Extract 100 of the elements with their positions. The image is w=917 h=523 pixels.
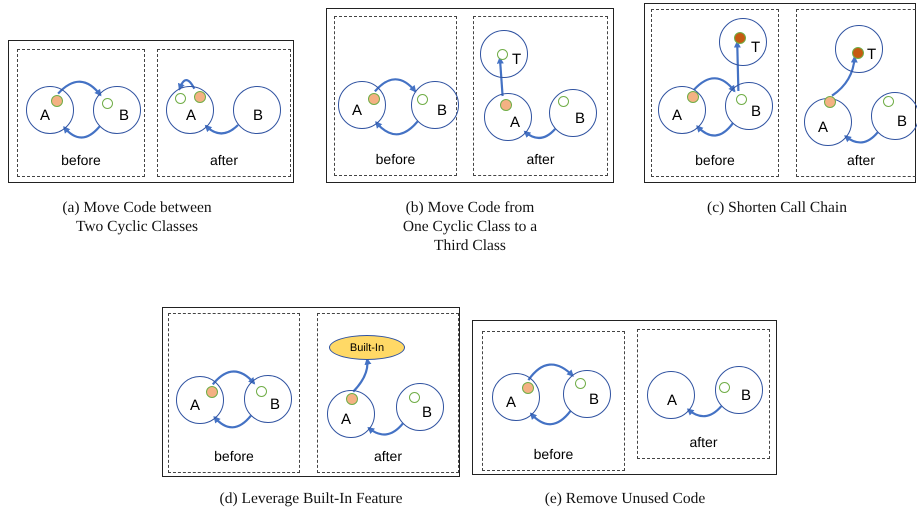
figure-caption: (e) Remove Unused Code [544,489,706,508]
arrow [734,40,741,92]
class-circle [484,93,532,141]
panel-label: after [374,448,402,464]
class-circle [93,86,141,134]
class-label: B [119,107,130,124]
arrow [375,120,418,136]
dashed-panel [157,49,291,177]
dashed-panel [17,49,145,177]
class-circle [492,373,540,421]
class-circle [480,30,528,78]
code-dot [824,96,836,108]
code-dot [497,49,508,60]
class-label: A [672,107,682,124]
class-circle [233,86,281,134]
code-dot [500,99,512,111]
code-dot [883,96,894,107]
dashed-panel [317,313,459,473]
code-dot [368,93,380,105]
code-dot [51,95,63,107]
arrow [528,364,574,381]
code-dot [417,94,428,105]
code-dot [102,98,113,109]
arrow [352,358,372,392]
figure-caption: (c) Shorten Call Chain [706,198,848,217]
class-circle [26,86,74,134]
class-circle [871,92,917,140]
arrow [367,422,404,436]
panel-label: before [214,448,254,464]
panel-label: before [534,446,574,462]
class-label: B [575,110,586,127]
class-label: A [186,107,196,124]
code-dot [719,382,730,393]
class-circle [715,366,763,414]
arrow [496,56,504,96]
panel-frame [472,320,777,475]
arrow [831,56,858,97]
panel-label: after [846,152,875,168]
class-circle [244,375,292,423]
arrow [63,126,100,139]
dashed-panel [168,313,300,473]
class-label: B [589,391,600,408]
class-label: A [190,397,200,414]
class-circle [327,390,375,438]
class-label: T [867,46,876,63]
class-label: B [741,387,752,404]
arrow [57,80,102,96]
arrow [686,405,722,418]
class-circle [396,383,444,431]
panel-label: after [210,152,238,168]
arrow [696,122,734,137]
class-label: A [510,114,520,131]
class-label: B [253,107,264,124]
class-label: A [506,394,516,411]
arrow [530,410,572,426]
code-dot [734,32,746,44]
arrow [178,79,196,91]
class-circle [549,89,597,137]
dashed-panel [334,16,457,176]
class-circle [804,98,852,146]
panel-frame [162,307,460,477]
panel-label: after [526,151,554,167]
class-label: B [751,103,762,120]
class-label: A [341,411,352,428]
panel-frame [8,40,294,183]
arrow [844,132,878,144]
class-label: T [751,39,760,56]
class-circle [563,370,611,418]
code-dot [852,47,864,59]
code-dot [736,94,747,105]
class-label: B [422,404,432,421]
code-dot [346,393,358,405]
figure-caption: (d) Leverage Built-In Feature [218,489,404,508]
feature-ellipse: Built-In [329,335,405,360]
class-circle [835,25,883,73]
panel-label: before [376,151,416,167]
arrow [693,77,736,92]
class-label: T [512,51,522,68]
panel-label: after [689,434,718,450]
code-dot [194,91,206,103]
arrow [213,414,252,428]
class-circle [725,82,773,130]
code-dot [558,96,569,107]
class-circle [166,86,214,134]
panel-label: before [61,152,101,168]
code-dot [206,386,218,398]
class-label: A [352,102,362,119]
code-dot [687,91,699,103]
code-dot [256,386,267,397]
class-label: A [667,392,678,409]
dashed-panel [473,16,608,176]
panel-label: before [695,152,735,168]
class-circle [719,18,767,66]
dashed-panel [482,331,625,471]
figure-caption: (a) Move Code between Two Cyclic Classes [61,198,213,236]
class-circle [338,81,386,129]
code-dot [175,93,186,104]
class-label: B [897,113,908,130]
class-label: B [437,102,448,119]
dashed-panel [796,9,917,177]
